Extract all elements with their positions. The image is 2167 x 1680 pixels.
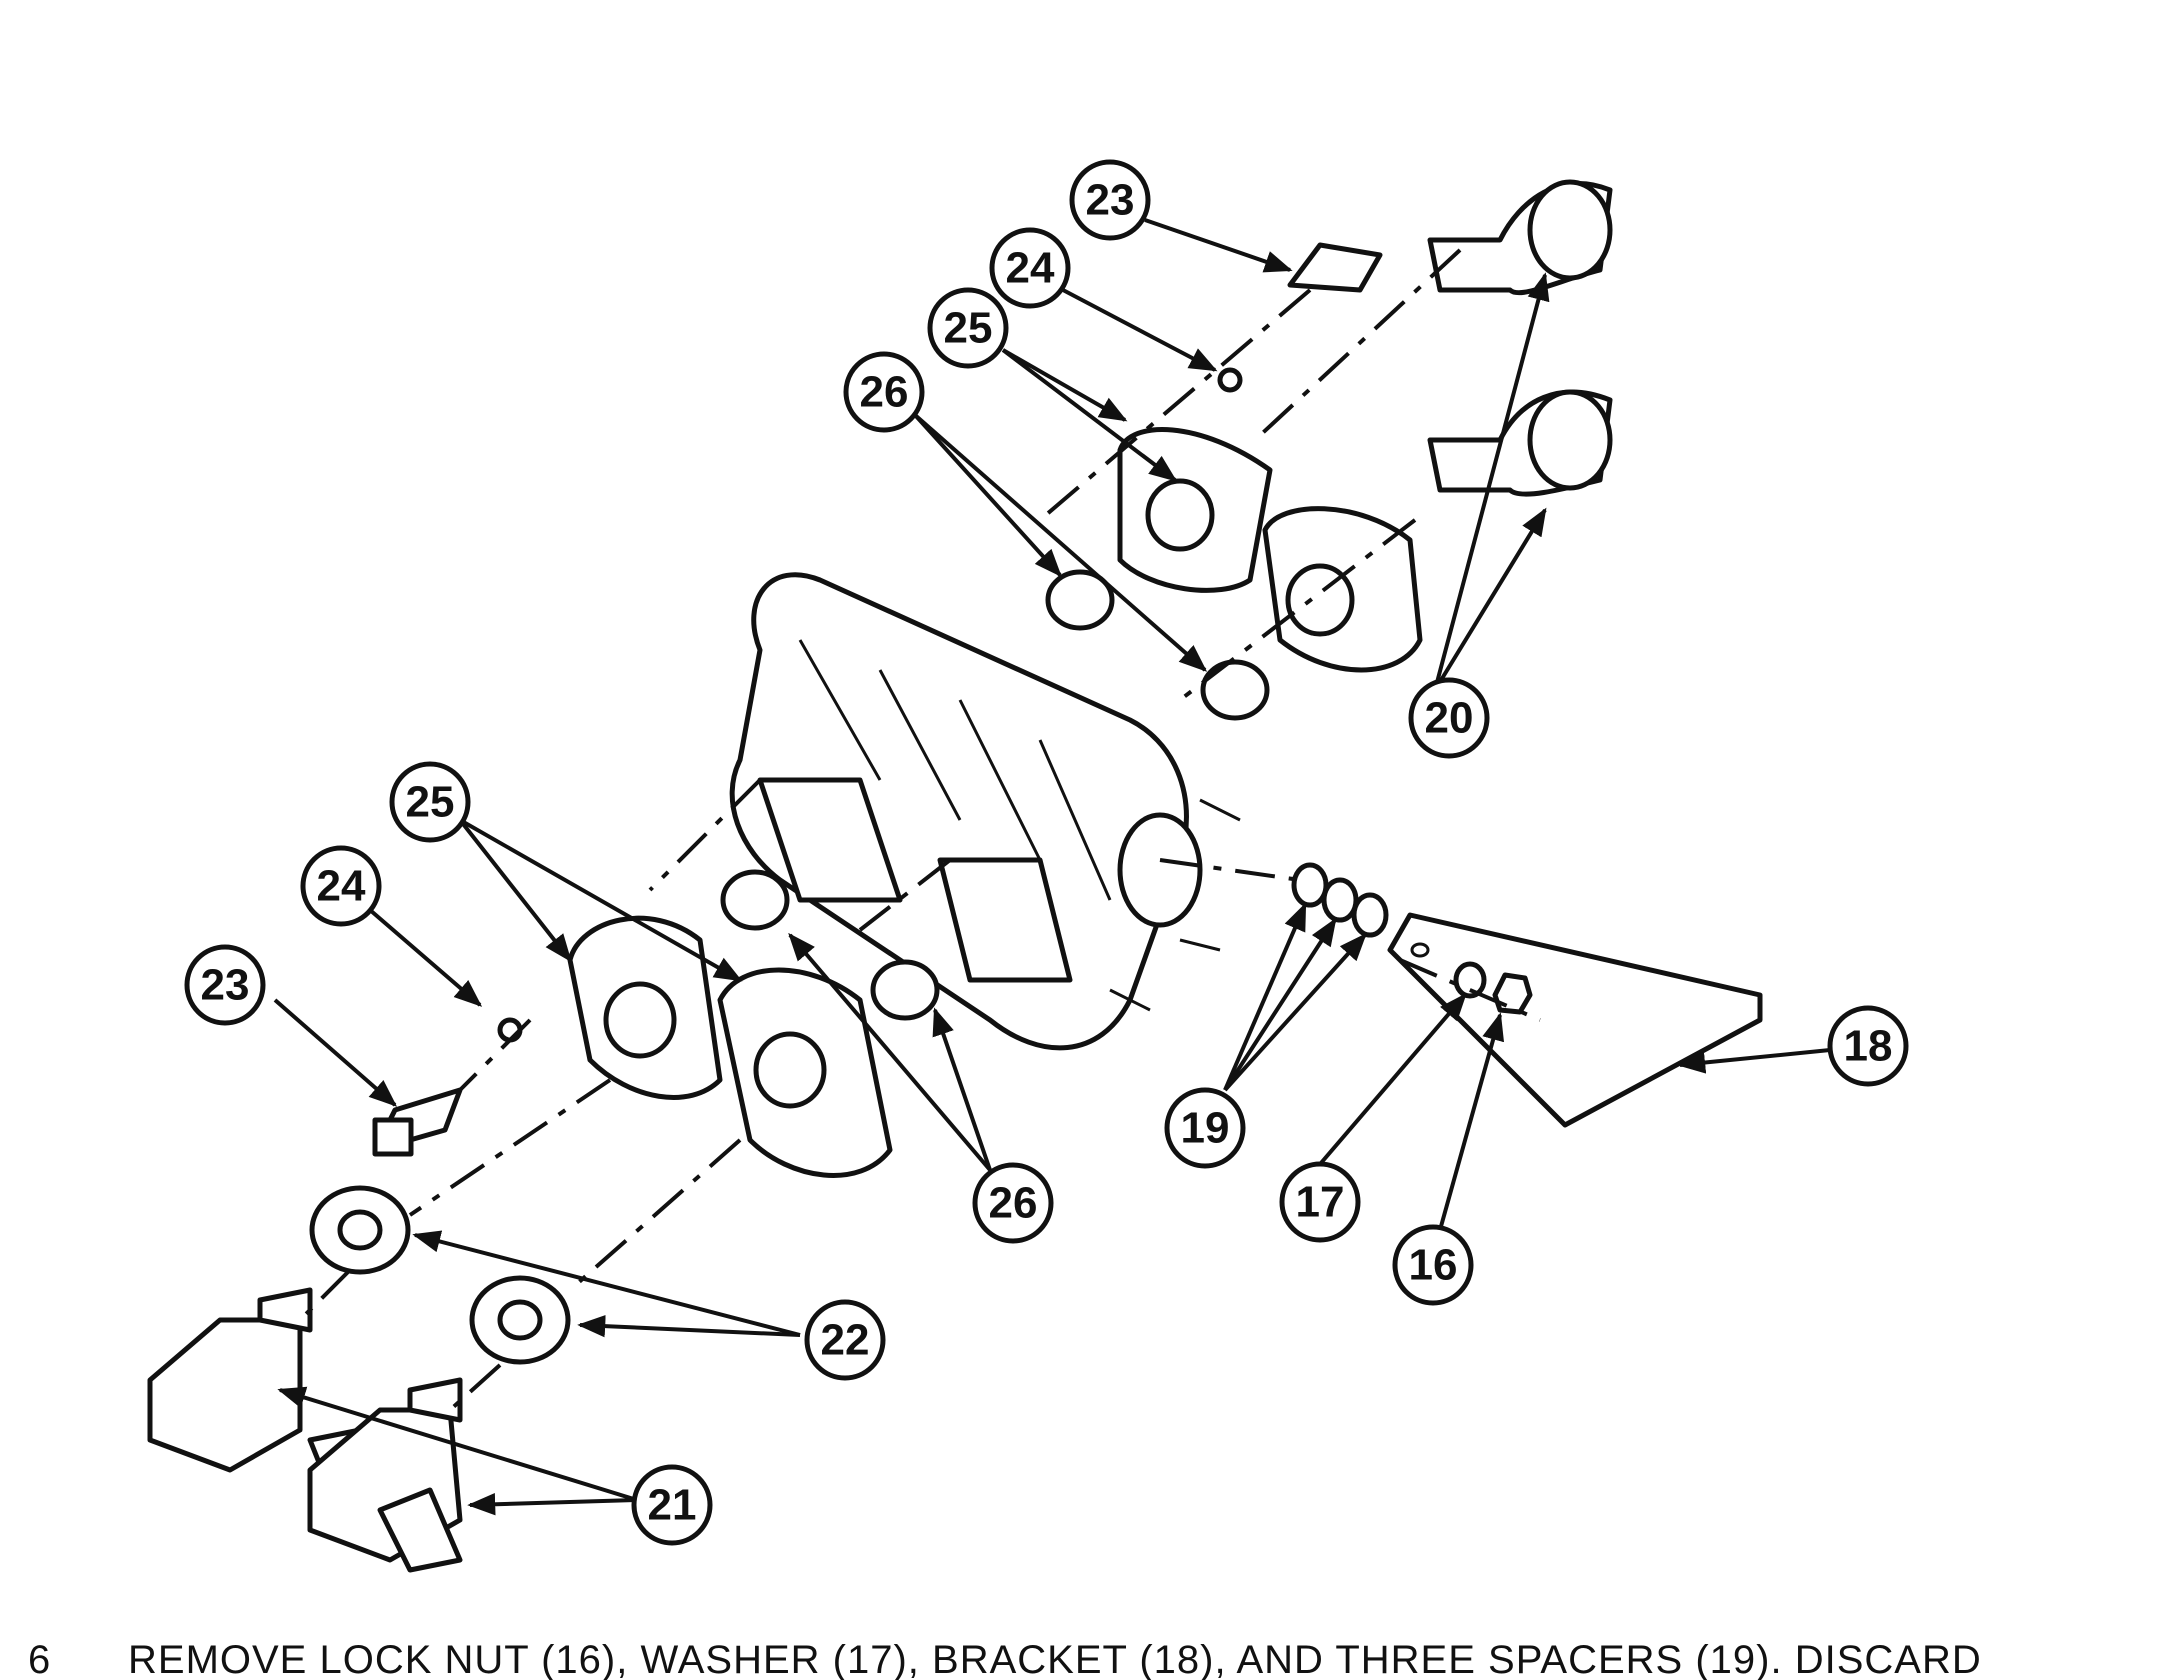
- callout-17: 17: [1279, 1161, 1361, 1243]
- upper-screw: [1287, 242, 1383, 293]
- lower-flange-left: [567, 915, 723, 1100]
- callout-23-lower: 23: [184, 944, 266, 1026]
- callout-16: 16: [1392, 1224, 1474, 1306]
- callout-25-lower: 25: [389, 761, 471, 843]
- callout-23-upper: 23: [1069, 159, 1151, 241]
- lower-washer: [497, 1017, 523, 1043]
- elbow-fitting-upper: [1427, 179, 1613, 296]
- svg-text:20: 20: [1425, 694, 1474, 743]
- callout-22: 22: [804, 1299, 886, 1381]
- callout-19: 19: [1164, 1087, 1246, 1169]
- svg-text:25: 25: [406, 778, 455, 827]
- tee-fittings: [147, 1287, 463, 1573]
- callout-18: 18: [1827, 1005, 1909, 1087]
- callout-24-upper: 24: [989, 227, 1071, 309]
- instruction-step: 6 REMOVE LOCK NUT (16), WASHER (17), BRA…: [0, 1638, 2167, 1680]
- pump-body: [729, 572, 1241, 1051]
- callout-21: 21: [631, 1464, 713, 1546]
- spacers: [1291, 862, 1389, 938]
- callout-25-upper: 25: [927, 287, 1009, 369]
- leader-lines: [273, 218, 1831, 1516]
- svg-text:17: 17: [1296, 1178, 1345, 1227]
- svg-text:19: 19: [1181, 1104, 1230, 1153]
- svg-text:21: 21: [648, 1481, 697, 1530]
- step-text: REMOVE LOCK NUT (16), WASHER (17), BRACK…: [128, 1638, 1982, 1680]
- svg-text:18: 18: [1844, 1022, 1893, 1071]
- svg-text:22: 22: [821, 1316, 870, 1365]
- svg-text:26: 26: [860, 368, 909, 417]
- alignment-lines: [298, 248, 1541, 1412]
- step-number: 6: [28, 1638, 52, 1680]
- svg-text:23: 23: [1086, 176, 1135, 225]
- callout-26-lower: 26: [972, 1162, 1054, 1244]
- upper-washer: [1217, 367, 1243, 393]
- hex-nuts: [309, 1185, 571, 1365]
- lower-flange-right: [717, 967, 893, 1178]
- svg-text:25: 25: [944, 304, 993, 353]
- bracket: [1387, 912, 1763, 1128]
- svg-text:26: 26: [989, 1179, 1038, 1228]
- exploded-view-diagram: 23 24 25 26 20 18 19 17 16 25 24 23 26 2…: [147, 159, 1909, 1573]
- callout-26-upper: 26: [843, 351, 925, 433]
- callout-20: 20: [1408, 677, 1490, 759]
- svg-text:24: 24: [317, 862, 366, 911]
- upper-seal-rings: [1045, 569, 1270, 721]
- upper-flange-right: [1262, 506, 1423, 673]
- lower-seal-rings: [720, 869, 940, 1021]
- svg-text:24: 24: [1006, 244, 1055, 293]
- elbow-fitting-lower: [1427, 389, 1613, 497]
- callout-24-lower: 24: [300, 845, 382, 927]
- svg-text:16: 16: [1409, 1241, 1458, 1290]
- svg-text:23: 23: [201, 961, 250, 1010]
